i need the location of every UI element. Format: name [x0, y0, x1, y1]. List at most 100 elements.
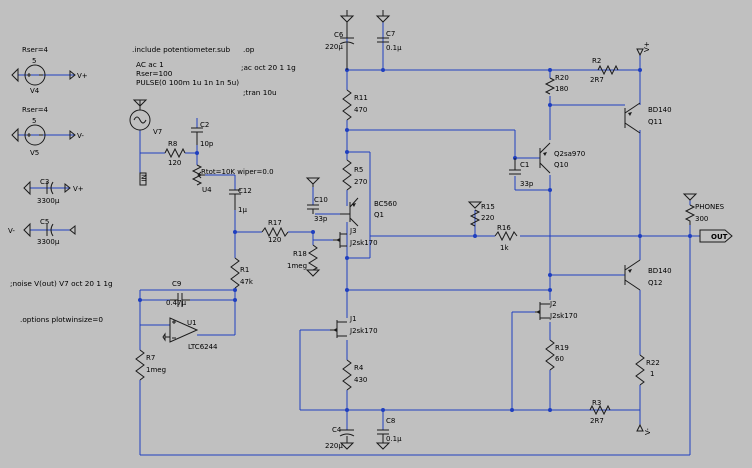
- resistor-r5: [342, 159, 352, 191]
- r20-value: 180: [555, 85, 568, 93]
- capacitors[interactable]: [46, 22, 521, 437]
- j3-value: J2sk170: [349, 239, 378, 247]
- opamp-u1[interactable]: [162, 317, 199, 343]
- c12-value: 1µ: [238, 206, 247, 214]
- tran-comment[interactable]: ;tran 10u: [243, 88, 277, 97]
- q10-name: Q10: [554, 161, 568, 169]
- c4-name: C4: [332, 426, 342, 434]
- resistor-r4: [342, 359, 352, 391]
- c3-net: V+: [73, 185, 84, 193]
- c8-name: C8: [386, 417, 395, 425]
- v4-net: V+: [77, 72, 88, 80]
- include-directive[interactable]: .include potentiometer.sub: [132, 45, 231, 54]
- capacitor-c9: [170, 293, 190, 307]
- r15-value: 220: [481, 214, 494, 222]
- j2-name: J2: [549, 300, 557, 308]
- voltage-sources[interactable]: [24, 64, 151, 146]
- resistor-r20: [544, 77, 556, 95]
- out-port[interactable]: [699, 229, 733, 243]
- junction-dots: [138, 68, 692, 412]
- r16-value: 1k: [500, 244, 509, 252]
- c5-name: C5: [40, 218, 49, 226]
- r15-name: R15: [481, 203, 495, 211]
- r17-name: R17: [268, 219, 282, 227]
- q11-value: BD140: [648, 106, 672, 114]
- source-v4: [24, 64, 46, 86]
- v5-rser: Rser=4: [22, 106, 49, 114]
- u1-name: U1: [187, 319, 197, 327]
- r3-value: 2R7: [590, 417, 604, 425]
- j1-name: J1: [349, 315, 357, 323]
- transistor-arrows: [333, 112, 632, 332]
- resistors[interactable]: [135, 64, 696, 416]
- phones-name: PHONES: [695, 203, 725, 211]
- c4-value: 220µ: [325, 442, 343, 450]
- q12-value: BD140: [648, 267, 672, 275]
- source-v7: [129, 100, 151, 131]
- c7-value: 0.1µ: [386, 44, 402, 52]
- resistor-r8: [164, 147, 186, 159]
- r2-value: 2R7: [590, 76, 604, 84]
- capacitor-c12: [229, 189, 241, 210]
- r8-value: 120: [168, 159, 181, 167]
- v5-value: 5: [32, 117, 36, 125]
- c2-value: 10p: [200, 140, 214, 148]
- c9-name: C9: [172, 280, 181, 288]
- capacitor-c1: [509, 158, 521, 175]
- v5-net: V-: [77, 132, 84, 140]
- r5-value: 270: [354, 178, 367, 186]
- c2-name: C2: [200, 121, 209, 129]
- resistor-r19: [545, 339, 555, 371]
- ac-source-line3: PULSE(0 100m 1u 1n 1n 5u): [136, 78, 239, 87]
- op-directive[interactable]: .op: [243, 45, 255, 54]
- in-label: IN: [141, 174, 149, 181]
- j1-value: J2sk170: [349, 327, 378, 335]
- r17-value: 120: [268, 236, 281, 244]
- source-v5: [24, 124, 46, 146]
- q10-value: Q2sa970: [554, 150, 585, 158]
- capacitor-c8: [377, 429, 389, 437]
- resistor-r3: [589, 404, 611, 416]
- r22-value: 1: [650, 370, 654, 378]
- q11-name: Q11: [648, 118, 662, 126]
- resistor-r7: [135, 349, 145, 381]
- transistor-q11: [624, 102, 641, 134]
- jfet-j1: [330, 320, 347, 338]
- wires: [18, 22, 700, 456]
- noise-comment[interactable]: ;noise V(out) V7 oct 20 1 1g: [10, 279, 113, 288]
- u4-name: U4: [202, 186, 212, 194]
- capacitor-c7: [377, 37, 389, 43]
- v4-name: V4: [30, 87, 40, 95]
- v7-ground: [132, 99, 148, 107]
- resistor-r17: [261, 226, 289, 238]
- ac-comment[interactable]: ;ac oct 20 1 1g: [241, 63, 296, 72]
- r1-name: R1: [240, 266, 249, 274]
- transistor-q10: [539, 142, 551, 174]
- v7-name: V7: [153, 128, 162, 136]
- capacitor-c4: [339, 429, 355, 437]
- vminus-net: V-: [644, 428, 652, 435]
- capacitor-c5: [46, 223, 54, 237]
- jfet-j2: [535, 302, 550, 320]
- c3-value: 3300µ: [37, 197, 60, 205]
- u4-value: Rtot=10K wiper=0.0: [201, 168, 274, 176]
- c6-value: 220µ: [325, 43, 343, 51]
- resistor-r11: [342, 89, 352, 121]
- ac-source-line1: AC ac 1: [136, 60, 164, 69]
- v4-value: 5: [32, 57, 36, 65]
- c6-name: C6: [334, 31, 344, 39]
- capacitor-c2: [191, 127, 203, 145]
- r5-name: R5: [354, 166, 363, 174]
- phones-value: 300: [695, 215, 708, 223]
- j3-name: J3: [349, 227, 357, 235]
- r7-value: 1meg: [146, 366, 166, 374]
- spice-directives[interactable]: .include potentiometer.sub .op AC ac 1 R…: [10, 45, 296, 324]
- c10-name: C10: [314, 196, 328, 204]
- resistor-r22: [635, 354, 645, 386]
- r7-name: R7: [146, 354, 155, 362]
- options-directive[interactable]: .options plotwinsize=0: [20, 315, 103, 324]
- r2-name: R2: [592, 57, 601, 65]
- c10-value: 33p: [314, 215, 328, 223]
